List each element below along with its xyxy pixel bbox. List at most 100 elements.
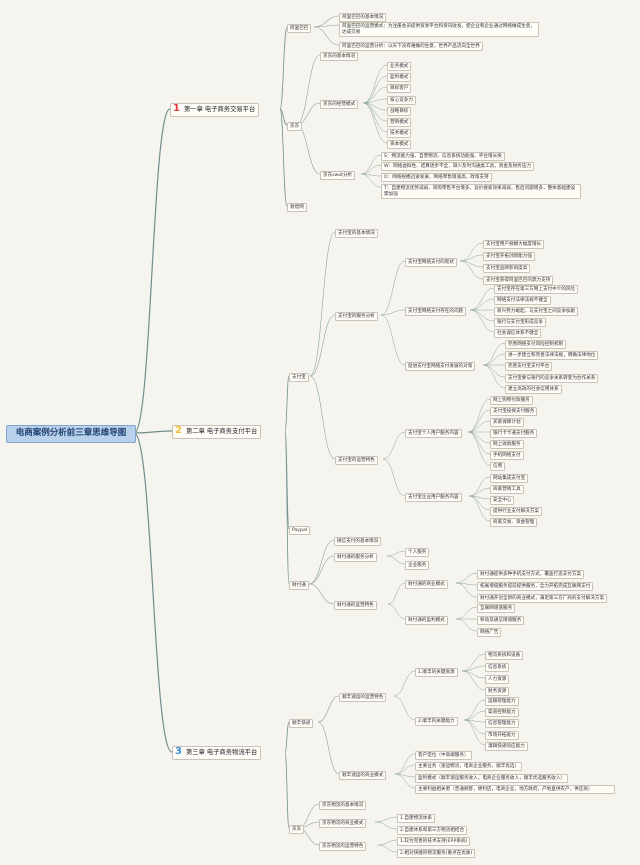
ch2-advice-item-3[interactable]: 支付宝要与银行的竞争关系转变为合作关系: [505, 374, 599, 383]
ch3-sf-key-item-0[interactable]: 物流系统和设备: [485, 651, 524, 660]
ch2-status-item-0[interactable]: 支付宝用户规模大幅度增长: [483, 240, 545, 249]
ch1-jd-swot-item-3[interactable]: T：自建物流优势减弱，同购零售平台增多，竞价搜索效果减弱，售后问题增多，整体基础…: [381, 184, 581, 199]
ch2-problem-item-3[interactable]: 银行与支付宝形成竞争: [494, 318, 546, 327]
ch2-enterprise-item-4[interactable]: 商家交易、资金管理: [490, 518, 538, 527]
ch1-jd-node[interactable]: 京东: [287, 122, 303, 131]
ch2-personal-item-5[interactable]: 手机网络支付: [490, 451, 524, 460]
ch3-sf-key-item-3[interactable]: 财务资源: [485, 687, 510, 696]
ch2-tenpay-service-item-1[interactable]: 企业服务: [405, 561, 430, 570]
ch2-personal-item-4[interactable]: 网上收款服务: [490, 440, 524, 449]
ch1-jd-basic[interactable]: 京东的基本情况: [320, 52, 359, 61]
ch2-paypal-node[interactable]: Paypal: [289, 526, 311, 535]
ch2-enterprise-item-3[interactable]: 提供行业支付解决方案: [490, 507, 542, 516]
ch2-personal-item-6[interactable]: 信用: [490, 462, 506, 471]
ch1-jd-model-item-0[interactable]: 业务模式: [387, 62, 412, 71]
ch2-problem-item-2[interactable]: 新兴势力崛起，与支付宝之间竞争加剧: [494, 307, 579, 316]
ch2-problem-item-1[interactable]: 网络支付法律法规不健全: [494, 296, 551, 305]
ch2-enterprise-item-2[interactable]: 安全中心: [490, 496, 515, 505]
ch3-sf-node[interactable]: 顺丰快递: [289, 719, 314, 728]
ch2-personal[interactable]: 支付宝个人用户服务内容: [405, 429, 462, 438]
ch3-sf-ability-item-0[interactable]: 运输管理能力: [485, 697, 519, 706]
ch2-tenpay-basic[interactable]: 微信支付的基本情况: [334, 537, 382, 546]
ch1-alibaba-analysis[interactable]: 阿里巴巴的运营分析：以天下没有难做的生意，世界产品流向全世界: [339, 42, 483, 51]
ch2-enterprise-item-1[interactable]: 商家营销工具: [490, 485, 524, 494]
ch2-tenpay-profit-item-2[interactable]: 网络广告: [477, 628, 502, 637]
ch1-dunhuang-node[interactable]: 敦煌网: [287, 203, 307, 212]
ch1-alibaba-basic[interactable]: 阿里巴巴的基本情况: [339, 13, 387, 22]
ch2-personal-item-0[interactable]: 网上购物付款服务: [490, 396, 533, 405]
ch1-jd-model-item-5[interactable]: 营销模式: [387, 118, 412, 127]
ch1-jd-swot-item-2[interactable]: O：网络规模迅速发展，网络零售增速高，政策支持: [381, 173, 492, 182]
ch3-sf-features[interactable]: 顺丰速运的运营特色: [339, 693, 387, 702]
ch1-jd-model-item-2[interactable]: 目标客户: [387, 84, 412, 93]
ch2-tenpay-features[interactable]: 财付通的运营特色: [334, 601, 377, 610]
ch2-problem-item-0[interactable]: 支付宝存在第三方网上支付中介的风险: [494, 285, 579, 294]
ch2-tenpay-biz-item-2[interactable]: 财付通开创全新的商业模式，满足第三方厂商的支付解决方案: [477, 594, 608, 603]
ch2-alipay-node[interactable]: 支付宝: [289, 373, 309, 382]
ch3-sf-ability-item-1[interactable]: 渠道控制能力: [485, 708, 519, 717]
ch2-tenpay-node[interactable]: 财付通: [289, 581, 309, 590]
ch2-advice-item-2[interactable]: 完善支付宝支付平台: [505, 362, 553, 371]
ch1-jd-model-item-1[interactable]: 盈利模式: [387, 73, 412, 82]
ch3-jdl-biz-item-0[interactable]: 1.自建物流体系: [397, 814, 435, 823]
ch2-tenpay-service-item-0[interactable]: 个人服务: [405, 548, 430, 557]
ch3-sf-key-item-2[interactable]: 人力资源: [485, 675, 510, 684]
ch1-jd-swot-item-0[interactable]: S：物流能力强、自营物流、信息系统功能强、平台增长快: [381, 152, 505, 161]
ch3-sf-key[interactable]: 1.顺丰的关键资源: [415, 668, 458, 677]
ch3-sf-ability-item-3[interactable]: 市场开拓能力: [485, 731, 519, 740]
ch3-jdl-features-item-1[interactable]: 2.相对快捷的物流服务(重点在优质): [397, 849, 476, 858]
root-node[interactable]: 电商案例分析前三章思维导图: [6, 425, 136, 443]
ch2-problems[interactable]: 支付宝网络支付存在的问题: [405, 307, 467, 316]
ch2-enterprise-item-0[interactable]: 网站集成支付宝: [490, 474, 529, 483]
ch3-jdl-features-item-0[interactable]: 1.较为完善的技术支持(ERP系统): [397, 837, 471, 846]
ch2-tenpay-biz[interactable]: 财付通的商业模式: [405, 580, 448, 589]
ch3-sf-biz[interactable]: 顺丰速运的商业模式: [339, 771, 387, 780]
ch2-status[interactable]: 支付宝网络支付的现状: [405, 258, 457, 267]
ch3-jdl-basic[interactable]: 京东物流的基本情况: [319, 801, 367, 810]
ch3-jdl-biz[interactable]: 京东物流的商业模式: [319, 819, 367, 828]
ch2-problem-item-4[interactable]: 社会诚信体系不健全: [494, 329, 542, 338]
ch3-sf-biz-item-1[interactable]: 主要业务（速运物流，电商企业服务，顺丰优选）: [415, 762, 523, 771]
ch2-advice-item-1[interactable]: 进一步建立和完善法律法规，明确法律地位: [505, 351, 599, 360]
ch3-jdl-features[interactable]: 京东物流的运营特色: [319, 842, 367, 851]
ch3-sf-biz-item-3[interactable]: 主要利益相关者（普通顾客，便利店，电商企业，地方政府，产地直供农户，供应商）: [415, 785, 615, 794]
ch2-status-item-1[interactable]: 支付宝开拓创新能力强: [483, 252, 535, 261]
ch2-personal-item-2[interactable]: 买家保障计划: [490, 418, 524, 427]
ch1-jd-model-item-3[interactable]: 核心竞争力: [387, 96, 416, 105]
chapter-3-node[interactable]: 3 第三章 电子商务物流平台: [172, 746, 262, 760]
ch2-enterprise[interactable]: 支付宝企业用户服务内容: [405, 493, 462, 502]
chapter-1-node[interactable]: 1 第一章 电子商务交易平台: [170, 103, 260, 117]
ch3-sf-ability[interactable]: 2.顺丰的关键能力: [415, 717, 458, 726]
ch1-alibaba-model[interactable]: 阿里巴巴的运营模式：为注册会员提供贸易平台和资讯收发，使企业和企业通过网络做成生…: [339, 22, 539, 37]
ch1-alibaba-node[interactable]: 阿里巴巴: [287, 24, 312, 33]
ch2-advice-item-4[interactable]: 建立高效的社会信用体系: [505, 385, 562, 394]
ch1-jd-model-item-4[interactable]: 战略目标: [387, 107, 412, 116]
ch3-sf-ability-item-4[interactable]: 灌辑快递响应能力: [485, 742, 528, 751]
ch1-jd-model-item-7[interactable]: 资本模式: [387, 140, 412, 149]
ch3-sf-ability-item-2[interactable]: 信息管理能力: [485, 719, 519, 728]
ch2-status-item-3[interactable]: 支付宝获得阿里巴巴的鼎力支持: [483, 276, 554, 285]
ch1-jd-model[interactable]: 京东的经营模式: [320, 100, 359, 109]
ch3-sf-biz-item-2[interactable]: 盈利模式（顺丰速运服务收入，电商企业服务收入，顺丰优选服务收入）: [415, 774, 569, 783]
ch2-status-item-2[interactable]: 支付宝品牌影响度高: [483, 264, 531, 273]
ch3-sf-key-item-1[interactable]: 信息系统: [485, 663, 510, 672]
ch2-tenpay-profit-item-0[interactable]: 互联网增值服务: [477, 604, 516, 613]
ch2-alipay-features[interactable]: 支付宝的运营特色: [335, 456, 378, 465]
ch1-jd-model-item-6[interactable]: 技术模式: [387, 129, 412, 138]
ch2-tenpay-biz-item-1[interactable]: 拓展增值服务提前提供服务，全力开拓完成互联网支付: [477, 582, 594, 591]
ch2-tenpay-profit-item-1[interactable]: 移动及通信增值服务: [477, 616, 525, 625]
ch3-jdl-node[interactable]: 京东: [289, 825, 305, 834]
ch2-tenpay-service[interactable]: 财付通的服务分析: [334, 553, 377, 562]
ch2-tenpay-profit[interactable]: 财付通的盈利模式: [405, 616, 448, 625]
ch3-sf-biz-item-0[interactable]: 客户定位（中高端服务）: [415, 751, 472, 760]
ch2-personal-item-3[interactable]: 银行卡卡通支付服务: [490, 429, 538, 438]
ch2-advice[interactable]: 促进支付宝网络支付发展的对策: [405, 362, 476, 371]
ch2-alipay-service[interactable]: 支付宝的服务分析: [335, 312, 378, 321]
ch1-jd-swot-item-1[interactable]: W：网络虚拟性、结算逐步不全，缺少及时沟通类工具，资金及财务压力: [381, 162, 534, 171]
ch2-alipay-basic[interactable]: 支付宝的基本情况: [335, 229, 378, 238]
ch3-jdl-biz-item-1[interactable]: 2.自建体系和第三方物流相结合: [397, 826, 468, 835]
ch1-jd-swot[interactable]: 京东swot分析: [320, 171, 356, 180]
chapter-2-node[interactable]: 2 第二章 电子商务支付平台: [172, 425, 262, 439]
ch2-personal-item-1[interactable]: 支付宝投保支付服务: [490, 407, 538, 416]
ch2-advice-item-0[interactable]: 完善网络支付风险控制机制: [505, 340, 567, 349]
